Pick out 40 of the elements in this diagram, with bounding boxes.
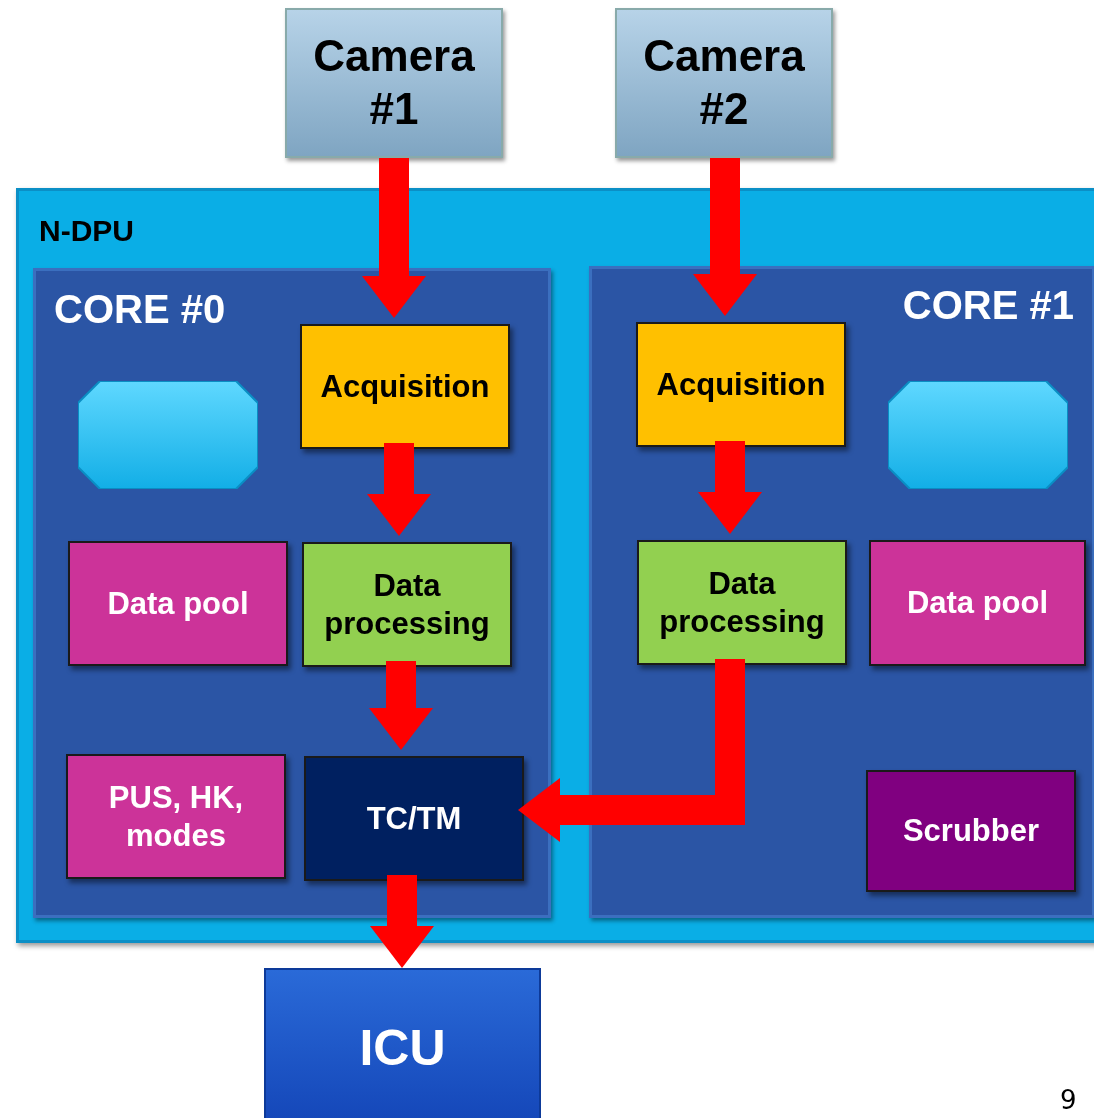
processor-panel: [16, 188, 1094, 943]
box-label: Acquisition: [320, 367, 490, 406]
process-box: [304, 756, 524, 881]
process-box: [68, 541, 288, 666]
arrow: [362, 158, 426, 318]
core-panel: [33, 268, 551, 918]
box-label: Camera #2: [642, 30, 806, 135]
box-label: PUS, HK, modes: [107, 779, 245, 854]
box-label: Data processing: [323, 567, 491, 642]
process-box: [637, 540, 847, 665]
arrow: [370, 875, 434, 968]
panel-heading: CORE #1: [902, 282, 1074, 329]
arrow: [698, 441, 762, 534]
process-box: [66, 754, 286, 879]
box-label: Scrubber: [902, 812, 1040, 850]
box-label: ICU: [359, 1019, 446, 1078]
process-box: [869, 540, 1086, 666]
panel-heading: CORE #0: [54, 286, 226, 333]
plaque-shape: [78, 381, 258, 489]
box-label: Data processing: [658, 565, 826, 640]
camera-box: [615, 8, 833, 158]
arrow: [367, 443, 431, 536]
box-label: Data pool: [906, 584, 1049, 622]
arrow: [693, 158, 757, 316]
process-box: [302, 542, 512, 667]
process-box: [866, 770, 1076, 892]
arrow: [369, 661, 433, 750]
core-panel: [589, 266, 1094, 918]
box-label: Camera #1: [312, 30, 476, 135]
process-box: [636, 322, 846, 447]
plaque-shape: [888, 381, 1068, 489]
process-box: [300, 324, 510, 449]
box-label: Acquisition: [656, 365, 826, 404]
box-label: Data pool: [107, 584, 249, 623]
arrow: [518, 659, 745, 842]
box-label: TC/TM: [366, 799, 462, 838]
page-number: 9: [1060, 1085, 1077, 1115]
panel-heading: N-DPU: [39, 213, 134, 249]
camera-box: [285, 8, 503, 158]
output-box: [264, 968, 541, 1118]
